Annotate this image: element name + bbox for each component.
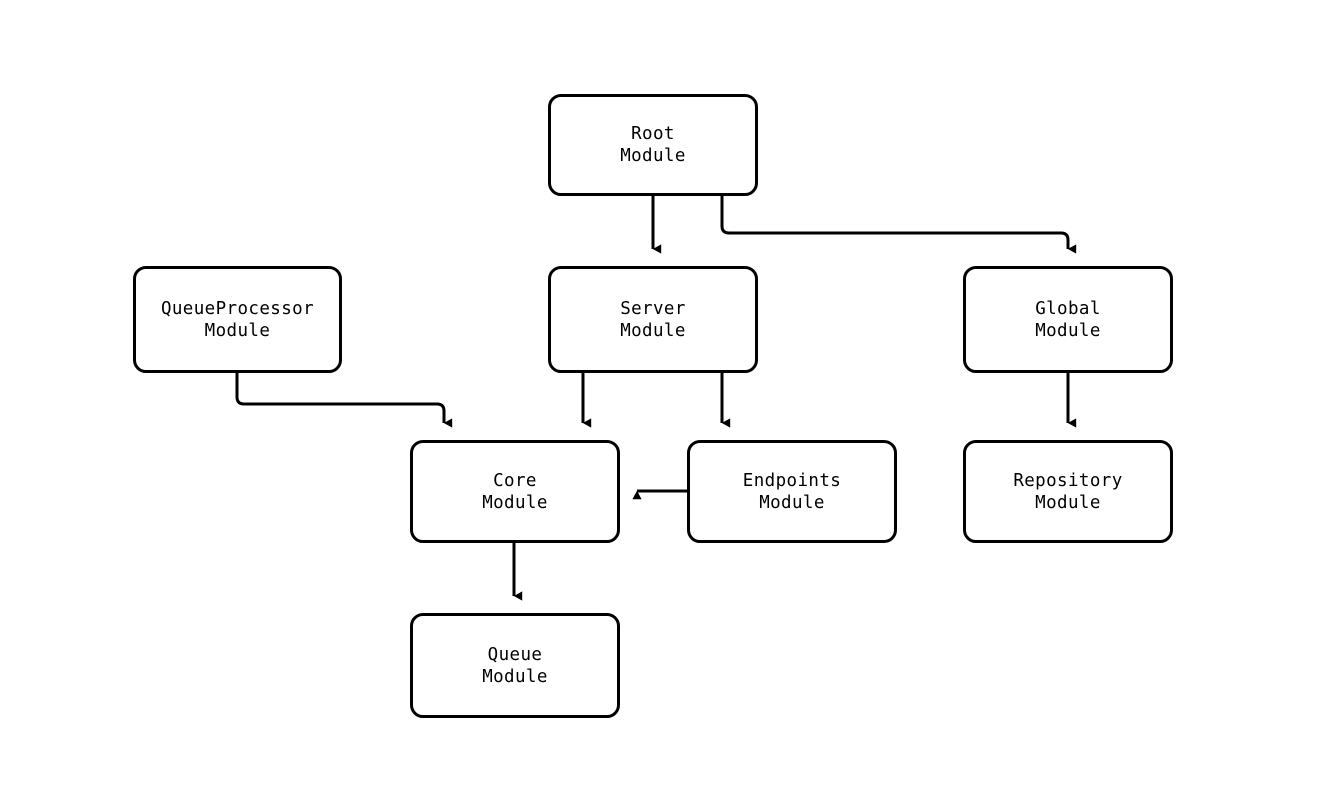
node-global-module[interactable]: Global Module xyxy=(963,266,1173,373)
node-repository-module[interactable]: Repository Module xyxy=(963,440,1173,543)
node-label: Global Module xyxy=(1035,298,1101,341)
node-label: Queue Module xyxy=(482,644,548,687)
node-core-module[interactable]: Core Module xyxy=(410,440,620,543)
edge-root-to-global xyxy=(720,196,1077,254)
node-queue-module[interactable]: Queue Module xyxy=(410,613,620,718)
node-label: Endpoints Module xyxy=(742,470,842,513)
node-label: Root Module xyxy=(620,124,686,166)
node-root-module[interactable]: Root Module xyxy=(548,94,758,196)
node-label: Server Module xyxy=(620,298,686,341)
node-label: Repository Module xyxy=(1013,470,1123,513)
edge-queueprocessor-to-core xyxy=(235,373,453,428)
node-label: Core Module xyxy=(482,470,548,513)
node-server-module[interactable]: Server Module xyxy=(548,266,758,373)
node-queueprocessor-module[interactable]: QueueProcessor Module xyxy=(133,266,342,373)
node-endpoints-module[interactable]: Endpoints Module xyxy=(687,440,897,543)
node-label: QueueProcessor Module xyxy=(160,298,315,341)
